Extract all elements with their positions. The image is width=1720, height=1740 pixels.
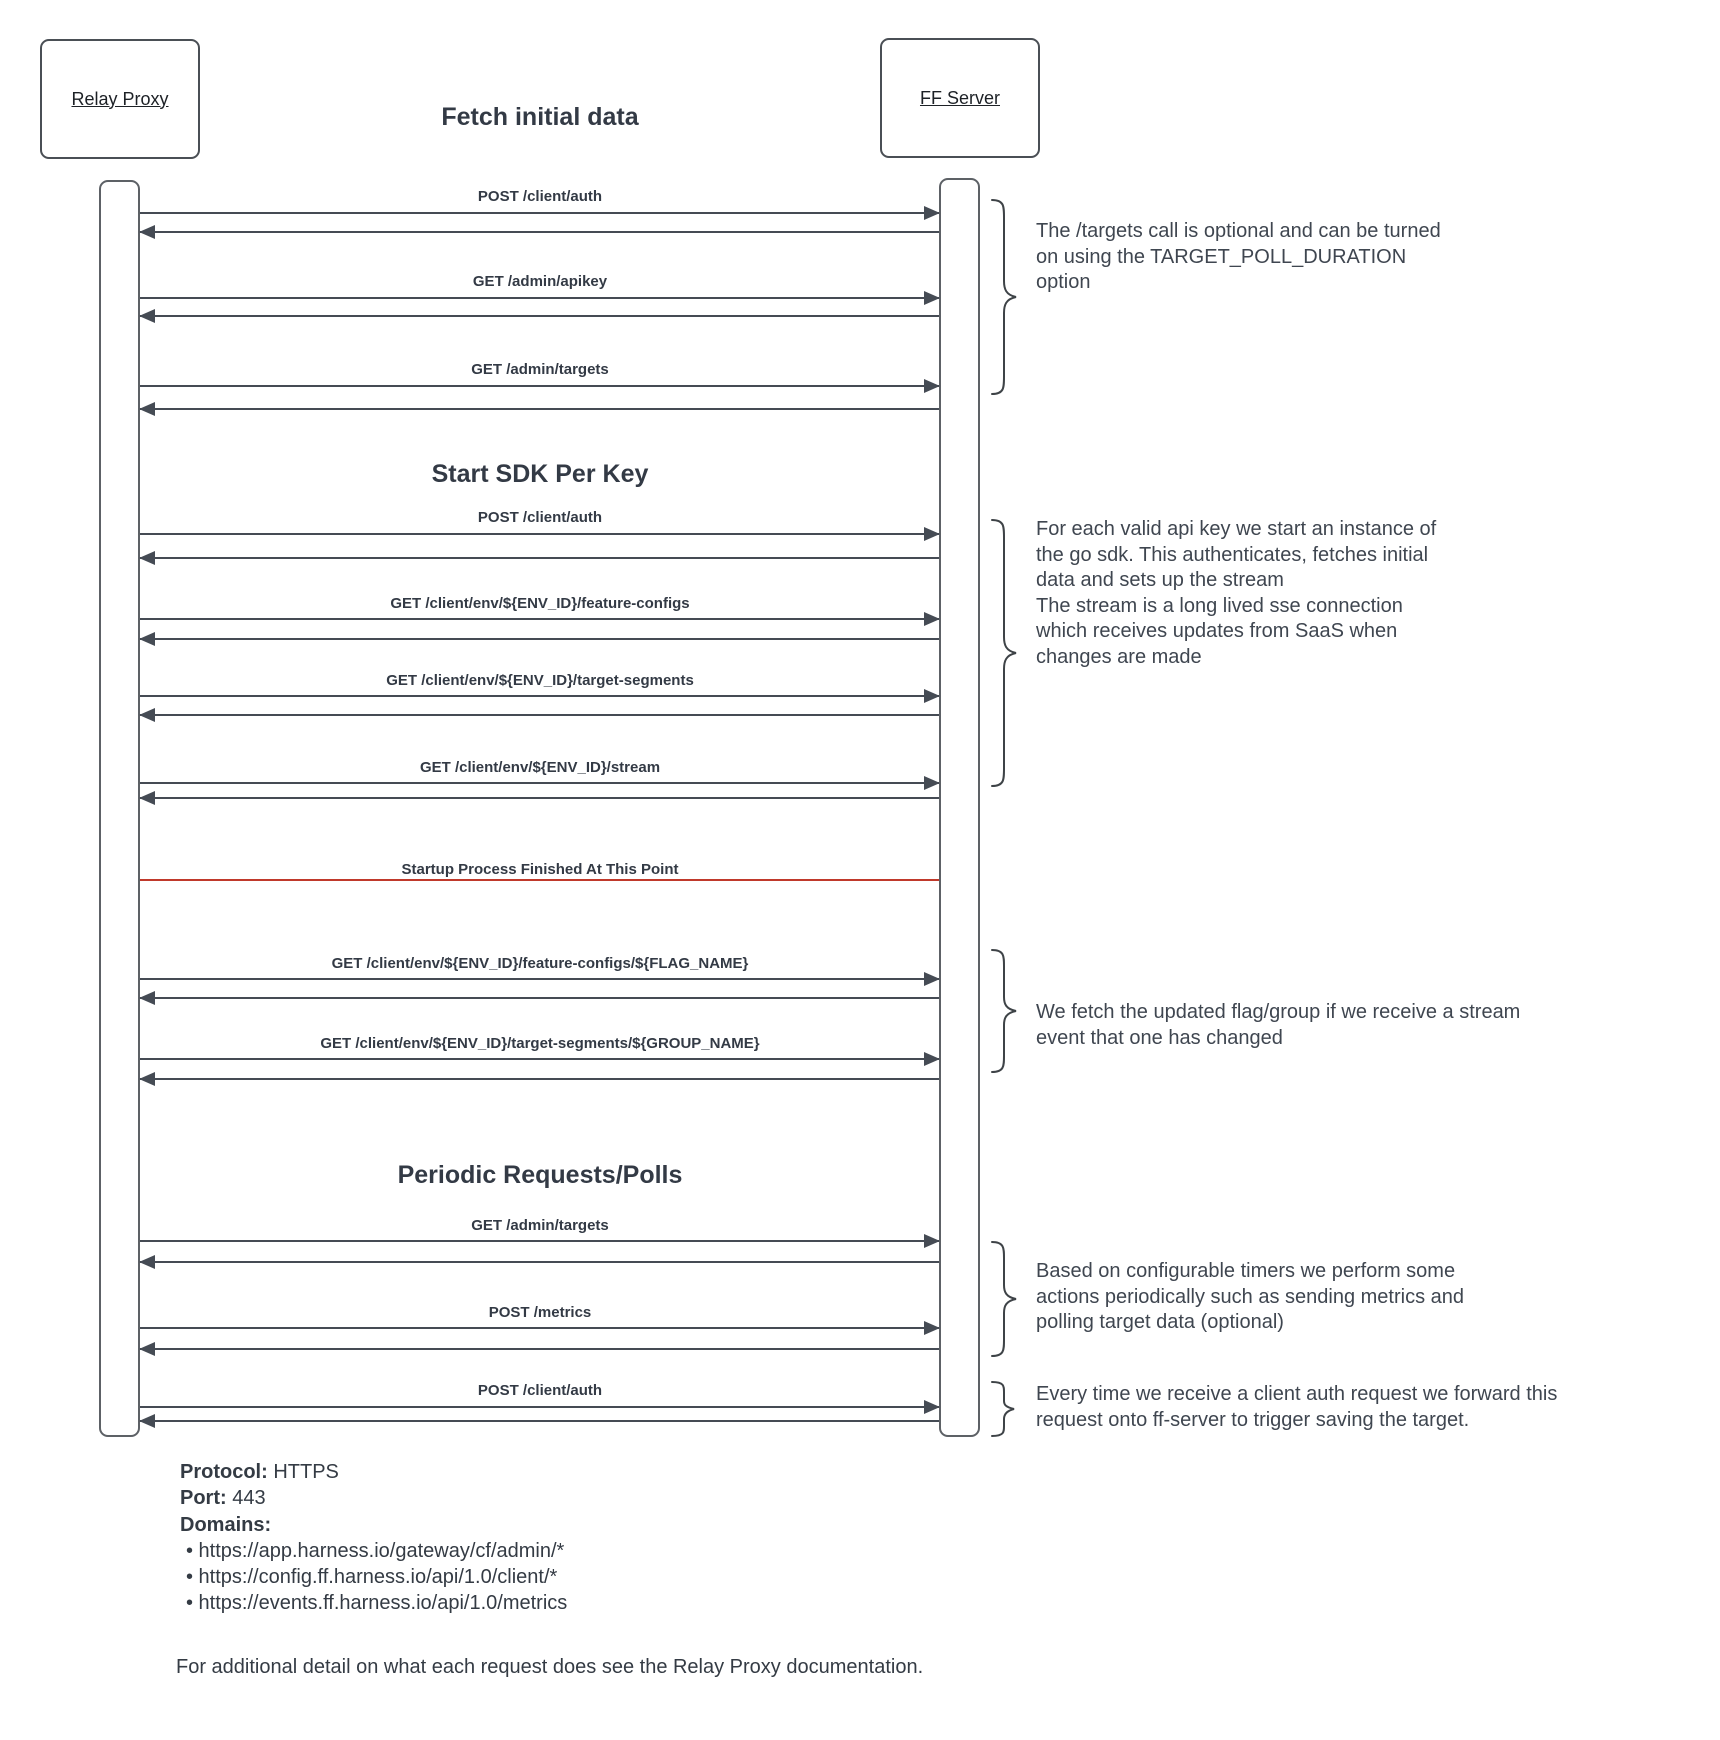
lifeline-bar-ff-server (939, 178, 980, 1437)
footer-domain-item: • https://config.ff.harness.io/api/1.0/c… (186, 1566, 558, 1588)
annotation-text: We fetch the updated flag/group if we re… (1036, 1001, 1521, 1049)
actor-label-relay-proxy: Relay Proxy (71, 88, 169, 109)
response-arrow (139, 991, 939, 1005)
request-arrow (140, 379, 940, 393)
message-label: GET /admin/targets (471, 361, 609, 378)
footer-port-label: Port: (180, 1487, 227, 1509)
lifeline-bar-relay-proxy (99, 180, 140, 1437)
annotation-text: For each valid api key we start an insta… (1036, 518, 1437, 668)
diagram-title: Fetch initial data (441, 103, 639, 131)
request-arrow (140, 612, 940, 626)
response-arrow (139, 225, 939, 239)
footer-protocol: Protocol: HTTPS (180, 1461, 339, 1484)
actor-box-relay-proxy: Relay Proxy (40, 39, 200, 159)
response-arrow (139, 708, 939, 722)
annotation-brace-icon (991, 199, 1017, 395)
request-arrow (140, 291, 940, 305)
actor-box-ff-server: FF Server (880, 38, 1040, 158)
footer-protocol-label: Protocol: (180, 1461, 268, 1483)
annotation-text: Every time we receive a client auth requ… (1036, 1383, 1558, 1431)
annotation-brace-icon (991, 949, 1017, 1073)
footer-domains-label-text: Domains: (180, 1514, 272, 1536)
message-label: GET /client/env/${ENV_ID}/target-segment… (320, 1035, 760, 1052)
response-arrow (139, 309, 939, 323)
response-arrow (139, 632, 939, 646)
response-arrow (139, 551, 939, 565)
request-arrow (140, 689, 940, 703)
section-title-start-sdk: Start SDK Per Key (431, 460, 649, 488)
request-arrow (140, 206, 940, 220)
response-arrow (139, 1255, 939, 1269)
message-label: POST /client/auth (477, 509, 603, 526)
request-arrow (140, 1052, 940, 1066)
message-label: GET /client/env/${ENV_ID}/target-segment… (386, 672, 694, 689)
response-arrow (139, 1414, 939, 1428)
footer-domain-item: • https://app.harness.io/gateway/cf/admi… (186, 1540, 565, 1562)
divider-line (140, 879, 939, 881)
request-arrow (140, 1400, 940, 1414)
footer-domain-item: • https://events.ff.harness.io/api/1.0/m… (186, 1592, 568, 1614)
footer-domains-label: Domains: (180, 1514, 271, 1537)
message-label: POST /client/auth (477, 1382, 603, 1399)
message-label: POST /metrics (488, 1304, 592, 1321)
message-label: GET /admin/apikey (472, 273, 608, 290)
response-arrow (139, 402, 939, 416)
footer-port: Port: 443 (180, 1487, 266, 1510)
response-arrow (139, 791, 939, 805)
request-arrow (140, 1321, 940, 1335)
actor-label-ff-server: FF Server (919, 87, 1000, 108)
message-label: GET /client/env/${ENV_ID}/feature-config… (331, 955, 749, 972)
footer-note: For additional detail on what each reque… (176, 1656, 924, 1678)
request-arrow (140, 527, 940, 541)
annotation-brace-icon (991, 1241, 1017, 1357)
message-label: GET /admin/targets (471, 1217, 609, 1234)
response-arrow (139, 1342, 939, 1356)
request-arrow (140, 1234, 940, 1248)
message-label: GET /client/env/${ENV_ID}/feature-config… (390, 595, 690, 612)
message-label: GET /client/env/${ENV_ID}/stream (419, 759, 661, 776)
section-title-periodic: Periodic Requests/Polls (397, 1161, 683, 1189)
footer-port-value: 443 (226, 1487, 266, 1509)
annotation-text: Based on configurable timers we perform … (1036, 1260, 1464, 1333)
annotation-brace-icon (991, 1381, 1015, 1437)
request-arrow (140, 776, 940, 790)
message-label: POST /client/auth (477, 188, 603, 205)
annotation-text: The /targets call is optional and can be… (1036, 220, 1441, 293)
response-arrow (139, 1072, 939, 1086)
footer-protocol-value: HTTPS (267, 1461, 339, 1483)
request-arrow (140, 972, 940, 986)
annotation-brace-icon (991, 519, 1017, 787)
divider-label: Startup Process Finished At This Point (401, 861, 679, 878)
